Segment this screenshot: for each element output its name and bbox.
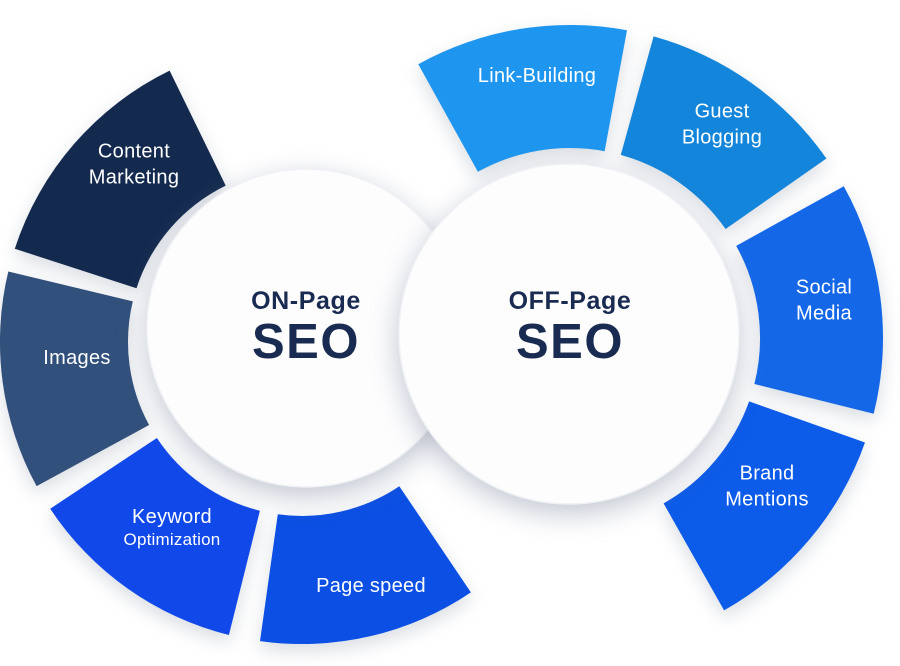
label-link-building: Link-Building — [478, 63, 596, 89]
on-page-title-line1: ON-Page — [251, 286, 361, 315]
label-social-media: Social Media — [796, 275, 852, 328]
segment-social-media — [736, 186, 884, 414]
segment-sublabel-text: Optimization — [123, 530, 221, 550]
off-page-title-line1: OFF-Page — [508, 286, 632, 315]
label-brand-mentions: Brand Mentions — [725, 461, 809, 514]
on-page-title-line2: SEO — [252, 315, 360, 370]
label-images: Images — [43, 345, 110, 371]
segment-keyword-optimization — [50, 438, 260, 635]
segment-label-text: Page speed — [316, 574, 426, 597]
segment-label-text: Brand Mentions — [725, 462, 809, 511]
on-page-ring — [0, 70, 471, 645]
segment-label-text: Link-Building — [477, 64, 597, 87]
segment-guest-blogging — [620, 36, 827, 230]
segment-content-marketing — [14, 70, 226, 289]
segment-label-text: Content Marketing — [88, 140, 180, 189]
segment-brand-mentions — [663, 401, 865, 611]
segment-label-text: Keyword — [132, 506, 212, 529]
label-page-speed: Page speed — [316, 573, 426, 599]
segment-page-speed — [260, 486, 471, 645]
off-page-title-line2: SEO — [516, 315, 624, 370]
label-guest-blogging: Guest Blogging — [682, 99, 762, 152]
segment-images — [0, 271, 150, 487]
off-page-ring — [418, 24, 884, 611]
segment-label-text: Guest Blogging — [681, 100, 763, 149]
off-page-circle — [398, 163, 740, 505]
segment-link-building — [418, 24, 627, 172]
label-content-marketing: Content Marketing — [89, 139, 180, 192]
segment-label-text: Social Media — [795, 276, 853, 325]
segment-label-text: Images — [43, 346, 111, 369]
